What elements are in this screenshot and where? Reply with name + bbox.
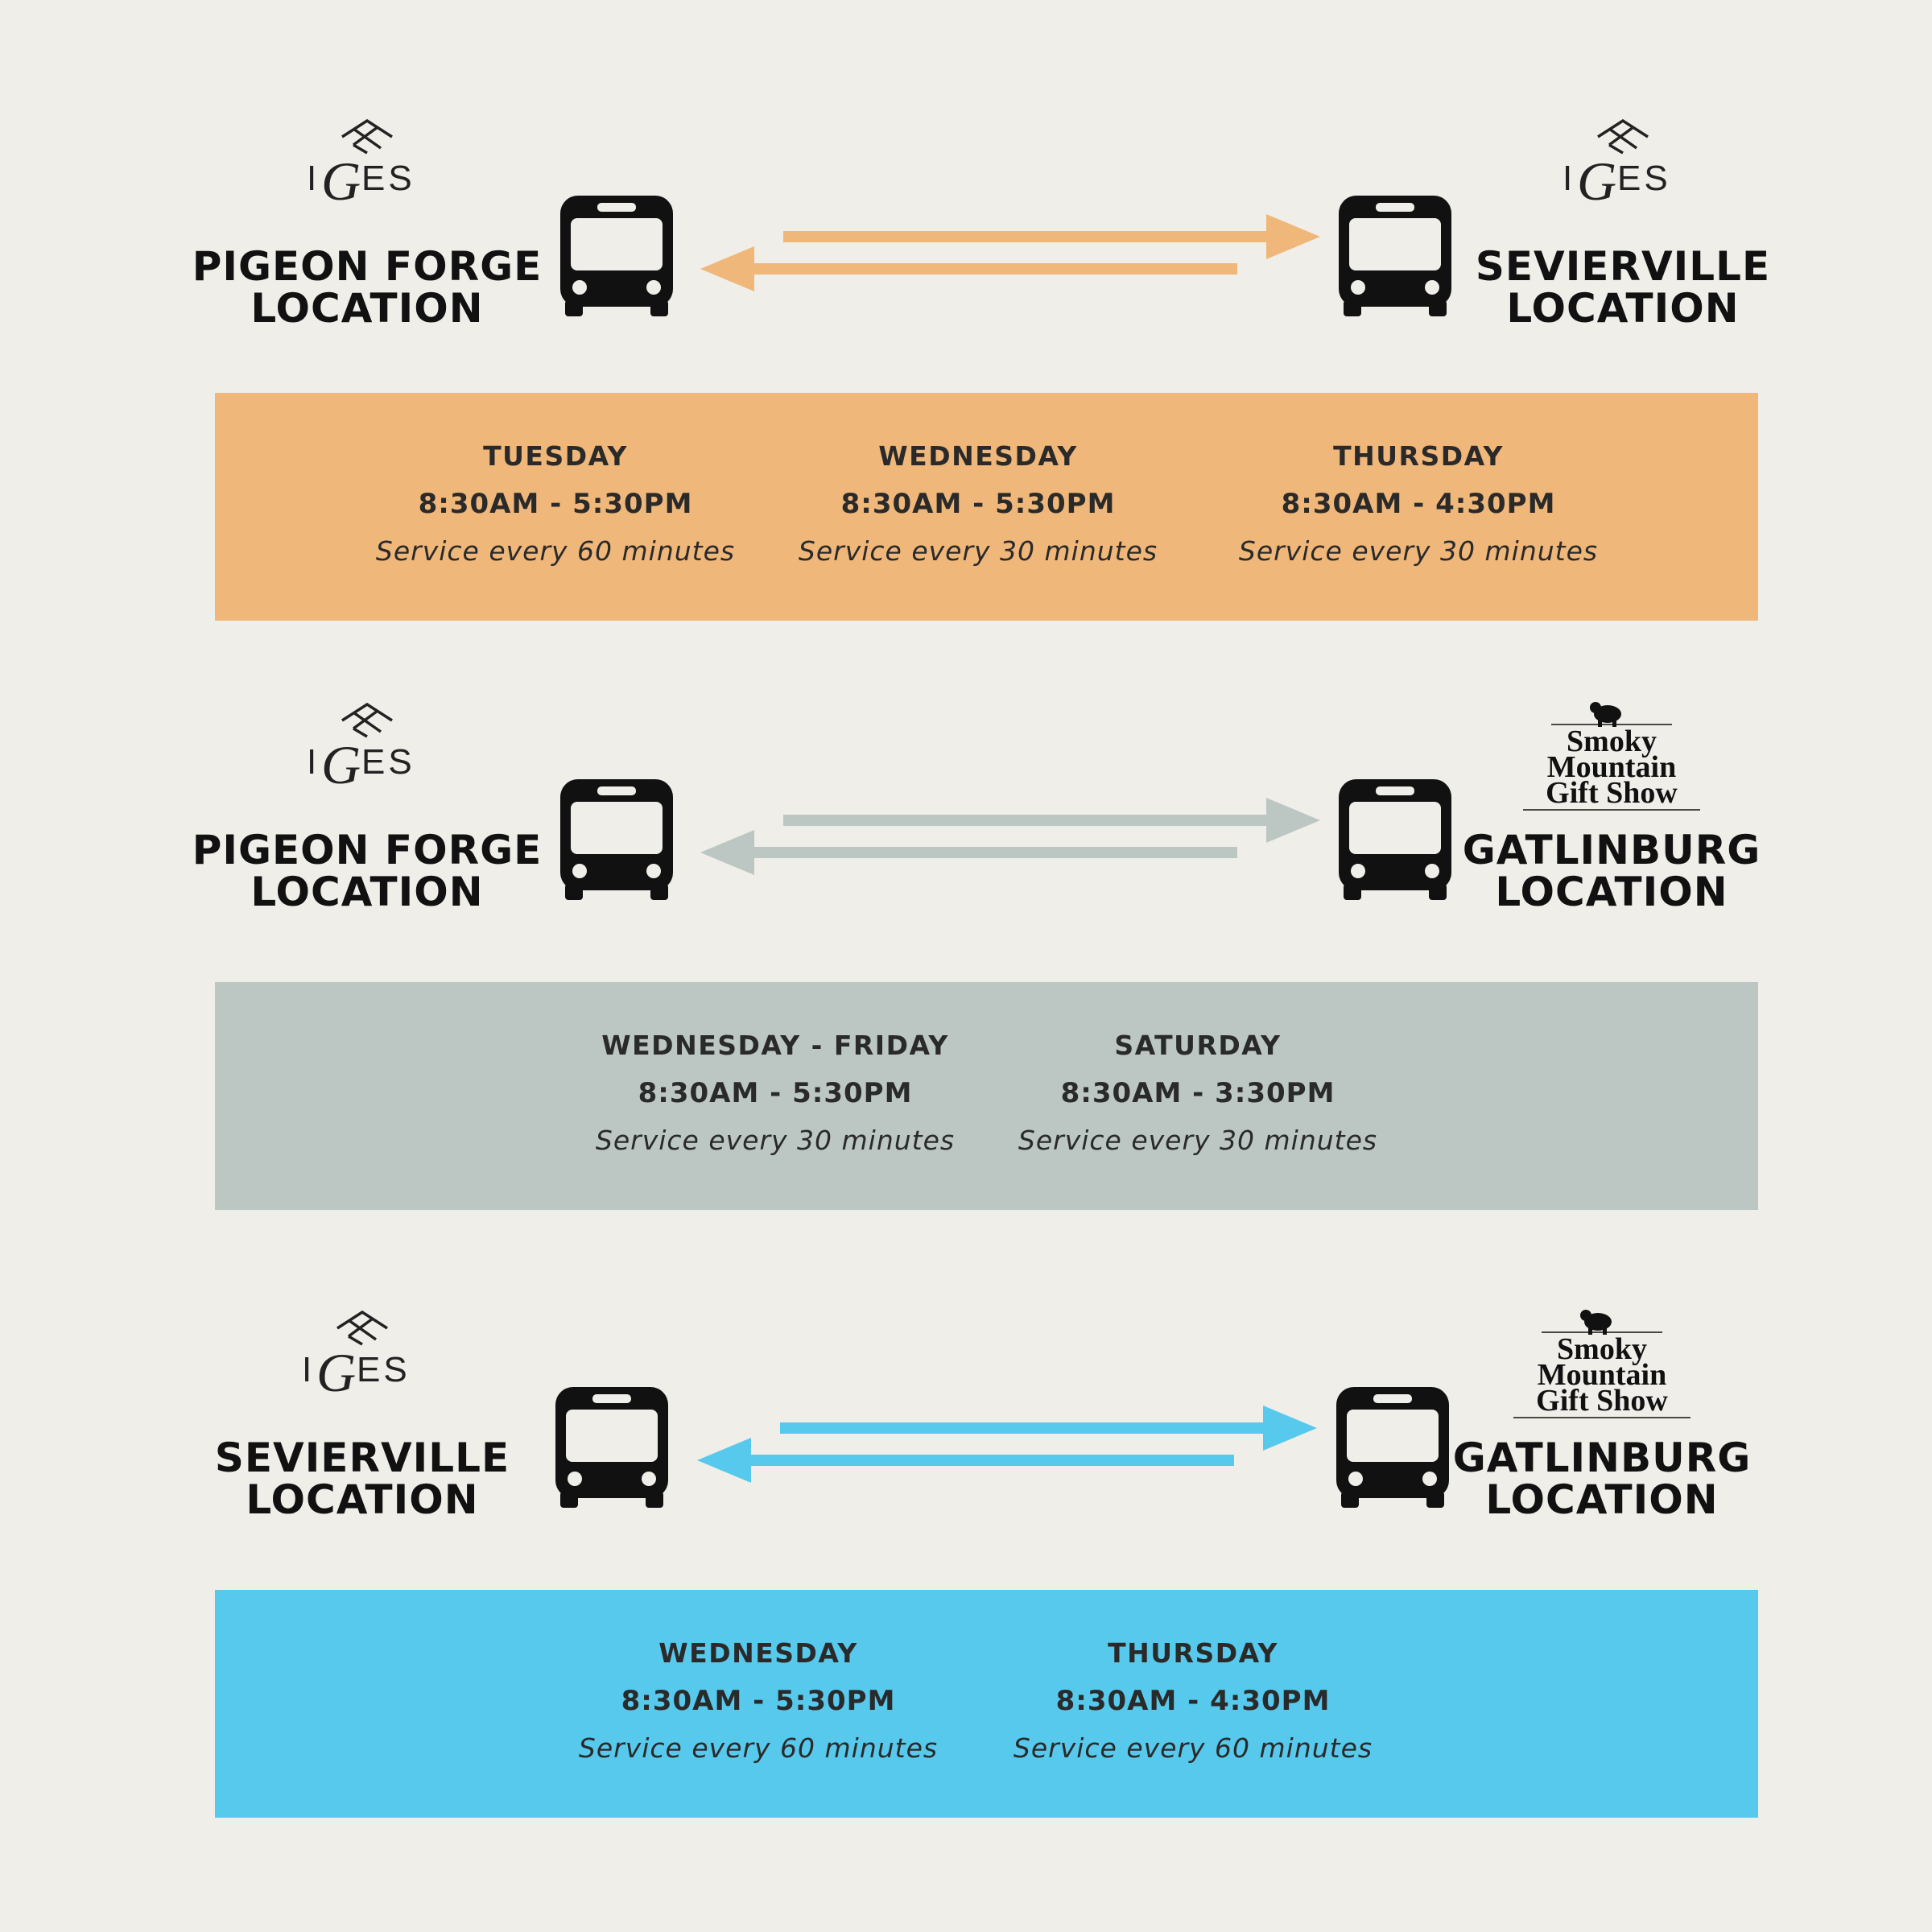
iges-logo [307,119,427,224]
schedule-day: WEDNESDAY [658,1637,858,1669]
iges-logo [302,1311,423,1415]
schedule-item: SATURDAY 8:30AM - 3:30PM Service every 3… [1009,1022,1387,1164]
route-pigeon-forge-gatlinburg: PIGEON FORGE LOCATION GATLINBURG LOCATIO… [0,664,1932,1210]
schedule-time: 8:30AM - 5:30PM [418,488,693,520]
schedule-day: SATURDAY [1114,1030,1282,1061]
location-name-line2: LOCATION [246,1476,479,1523]
route-pigeon-forge-sevierville: PIGEON FORGE LOCATION SEVIERVILLE LOCATI… [0,80,1932,621]
schedule-item: THURSDAY 8:30AM - 4:30PM Service every 6… [1004,1630,1382,1772]
smoky-mountain-gift-show-logo [1509,1304,1695,1421]
schedule-frequency: Service every 30 minutes [798,535,1158,567]
schedule-day: TUESDAY [483,440,628,472]
schedule-panel: WEDNESDAY 8:30AM - 5:30PM Service every … [215,1590,1758,1818]
schedule-day: WEDNESDAY - FRIDAY [601,1030,949,1061]
smoky-mountain-gift-show-logo [1519,696,1704,813]
schedule-item: WEDNESDAY 8:30AM - 5:30PM Service every … [569,1630,947,1772]
bidirectional-arrow-icon [697,1406,1317,1483]
iges-logo [1563,119,1683,224]
schedule-item: THURSDAY 8:30AM - 4:30PM Service every 3… [1229,433,1608,575]
schedule-time: 8:30AM - 5:30PM [621,1685,896,1717]
schedule-panel: WEDNESDAY - FRIDAY 8:30AM - 5:30PM Servi… [215,982,1758,1210]
schedule-item: TUESDAY 8:30AM - 5:30PM Service every 60… [366,433,745,575]
schedule-frequency: Service every 60 minutes [1013,1732,1373,1764]
location-name: GATLINBURG LOCATION [1435,829,1789,913]
schedule-time: 8:30AM - 5:30PM [638,1077,913,1109]
schedule-time: 8:30AM - 4:30PM [1055,1685,1331,1717]
bus-icon [560,779,673,900]
location-name-line2: LOCATION [1506,285,1740,332]
location-name: PIGEON FORGE LOCATION [190,829,544,913]
schedule-frequency: Service every 30 minutes [1238,535,1599,567]
bus-icon [555,1387,668,1508]
location-name-line1: GATLINBURG [1452,1435,1752,1481]
schedule-frequency: Service every 60 minutes [578,1732,939,1764]
iges-logo [307,703,427,807]
location-name-line2: LOCATION [250,285,484,332]
location-name: PIGEON FORGE LOCATION [190,246,544,329]
location-name-line2: LOCATION [1485,1476,1719,1523]
location-name-line1: GATLINBURG [1462,827,1761,873]
location-name-line1: SEVIERVILLE [1475,243,1771,290]
bus-icon [560,196,673,316]
schedule-time: 8:30AM - 4:30PM [1281,488,1556,520]
location-name: SEVIERVILLE LOCATION [1446,246,1800,329]
location-name-line2: LOCATION [1495,869,1728,915]
bidirectional-arrow-icon [700,798,1320,875]
schedule-item: WEDNESDAY - FRIDAY 8:30AM - 5:30PM Servi… [586,1022,964,1164]
schedule-day: THURSDAY [1108,1637,1278,1669]
location-name-line2: LOCATION [250,869,484,915]
location-name-line1: PIGEON FORGE [192,827,543,873]
schedule-day: THURSDAY [1333,440,1504,472]
bus-icon [1339,196,1451,316]
schedule-frequency: Service every 30 minutes [1018,1125,1378,1156]
schedule-time: 8:30AM - 5:30PM [840,488,1116,520]
location-name-line1: PIGEON FORGE [192,243,543,290]
location-name: SEVIERVILLE LOCATION [185,1437,539,1521]
location-name-line1: SEVIERVILLE [214,1435,510,1481]
schedule-time: 8:30AM - 3:30PM [1060,1077,1335,1109]
schedule-frequency: Service every 60 minutes [375,535,736,567]
bidirectional-arrow-icon [700,214,1320,291]
schedule-frequency: Service every 30 minutes [595,1125,956,1156]
schedule-day: WEDNESDAY [878,440,1078,472]
route-sevierville-gatlinburg: SEVIERVILLE LOCATION GATLINBURG LOCATION… [0,1272,1932,1818]
schedule-panel: TUESDAY 8:30AM - 5:30PM Service every 60… [215,393,1758,621]
schedule-item: WEDNESDAY 8:30AM - 5:30PM Service every … [789,433,1167,575]
location-name: GATLINBURG LOCATION [1425,1437,1779,1521]
